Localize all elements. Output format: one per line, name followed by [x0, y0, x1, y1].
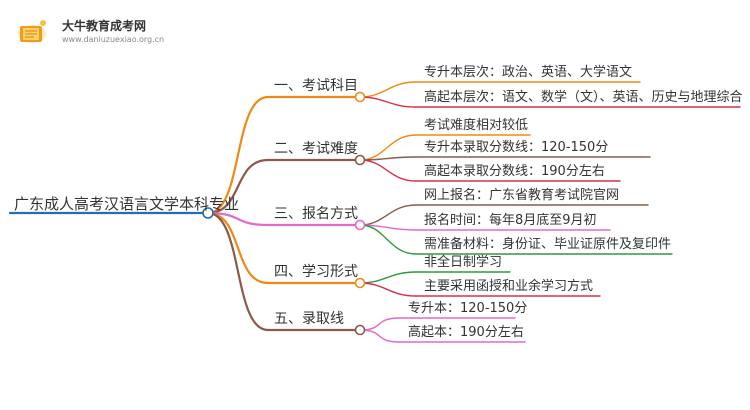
leaf-topic: 报名时间：每年8月底至9月初 — [424, 213, 597, 228]
leaf-connector — [359, 96, 417, 108]
branch-collapse-toggle[interactable] — [354, 219, 366, 231]
leaf-connector — [359, 329, 401, 343]
leaf-topic: 专升本：120-150分 — [408, 301, 528, 316]
leaf-topic: 高起本：190分左右 — [408, 325, 524, 340]
branch-topic: 三、报名方式 — [274, 206, 358, 222]
leaf-topic: 专升本录取分数线：120-150分 — [424, 140, 609, 155]
leaf-connector — [359, 81, 417, 98]
leaf-connector — [359, 204, 417, 226]
root-collapse-toggle[interactable] — [202, 207, 214, 219]
branch-collapse-toggle[interactable] — [354, 154, 366, 166]
leaf-connector — [359, 159, 417, 182]
branch-topic: 五、录取线 — [274, 311, 344, 327]
branch-connector — [206, 211, 270, 227]
leaf-connector — [359, 224, 417, 255]
leaf-topic: 高起本录取分数线：190分左右 — [424, 164, 605, 179]
branch-topic: 四、学习形式 — [274, 264, 358, 280]
branch-connector — [206, 158, 270, 215]
branch-collapse-toggle[interactable] — [354, 277, 366, 289]
leaf-topic: 非全日制学习 — [424, 255, 503, 270]
leaf-topic: 网上报名：广东省教育考试院官网 — [424, 188, 620, 203]
branch-collapse-toggle[interactable] — [354, 91, 366, 103]
leaf-connector — [359, 134, 417, 161]
leaf-topic: 专升本层次：政治、英语、大学语文 — [424, 65, 633, 80]
leaf-topic: 考试难度相对较低 — [424, 118, 529, 133]
branch-topic: 一、考试科目 — [274, 78, 358, 94]
book-logo-icon — [18, 20, 46, 43]
leaf-topic: 需准备材料：身份证、毕业证原件及复印件 — [424, 237, 672, 252]
branch-topic: 二、考试难度 — [274, 141, 358, 157]
site-logo: 大牛教育成考网 www.daniuzuexiao.org.cn — [12, 14, 172, 50]
leaf-topic: 主要采用函授和业余学习方式 — [424, 279, 594, 294]
leaf-connector — [359, 271, 417, 284]
root-topic: 广东成人高考汉语言文学本科专业 — [14, 195, 240, 213]
logo-url: www.daniuzuexiao.org.cn — [62, 35, 165, 44]
leaf-connector — [359, 282, 417, 297]
leaf-topic: 高起本层次：语文、数学（文）、英语、历史与地理综合 — [424, 90, 743, 105]
branch-collapse-toggle[interactable] — [354, 324, 366, 336]
logo-title: 大牛教育成考网 — [62, 19, 147, 33]
branch-connector — [206, 211, 270, 332]
branch-connector — [206, 95, 270, 215]
leaf-connector — [359, 317, 401, 331]
